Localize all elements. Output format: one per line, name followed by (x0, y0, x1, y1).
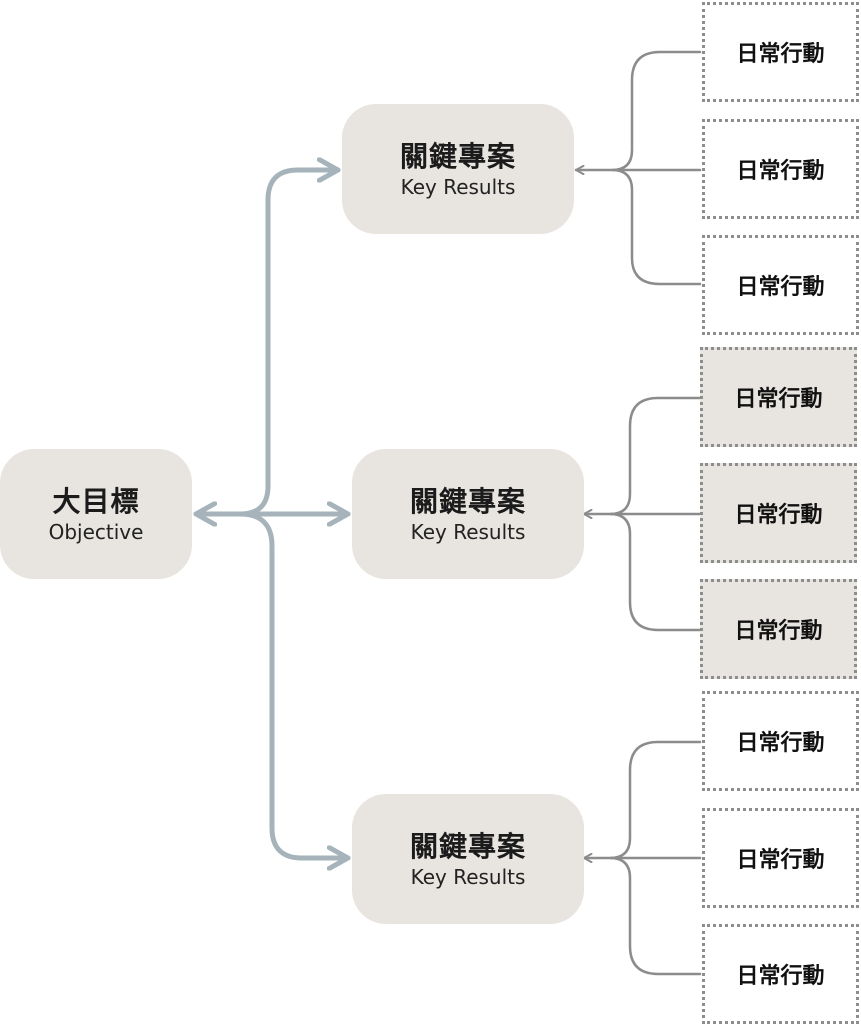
key-result-node-3: 關鍵專案 Key Results (352, 794, 584, 924)
daily-action-box: 日常行動 (702, 2, 859, 102)
key-result-subtitle: Key Results (410, 519, 526, 544)
objective-to-kr3-connector (237, 511, 351, 858)
daily-action-box-highlighted: 日常行動 (700, 463, 857, 563)
key-result-subtitle: Key Results (410, 864, 526, 889)
key-result-node-1: 關鍵專案 Key Results (342, 104, 574, 234)
key-result-title: 關鍵專案 (399, 139, 516, 173)
key-result-subtitle: Key Results (400, 174, 516, 199)
daily-action-box: 日常行動 (702, 924, 859, 1024)
daily-action-box: 日常行動 (702, 691, 859, 791)
key-result-title: 關鍵專案 (409, 484, 526, 518)
objective-title: 大目標 (52, 484, 140, 518)
key-result-node-2: 關鍵專案 Key Results (352, 449, 584, 579)
daily-action-box: 日常行動 (702, 119, 859, 219)
objective-subtitle: Objective (48, 519, 144, 544)
daily-action-box-highlighted: 日常行動 (700, 347, 857, 447)
kr1-bracket (611, 50, 702, 286)
daily-action-box: 日常行動 (702, 235, 859, 335)
daily-action-box-highlighted: 日常行動 (700, 579, 857, 679)
key-result-title: 關鍵專案 (409, 829, 526, 863)
objective-node: 大目標 Objective (0, 449, 192, 579)
objective-to-kr1-connector (237, 170, 341, 517)
daily-action-box: 日常行動 (702, 808, 859, 908)
